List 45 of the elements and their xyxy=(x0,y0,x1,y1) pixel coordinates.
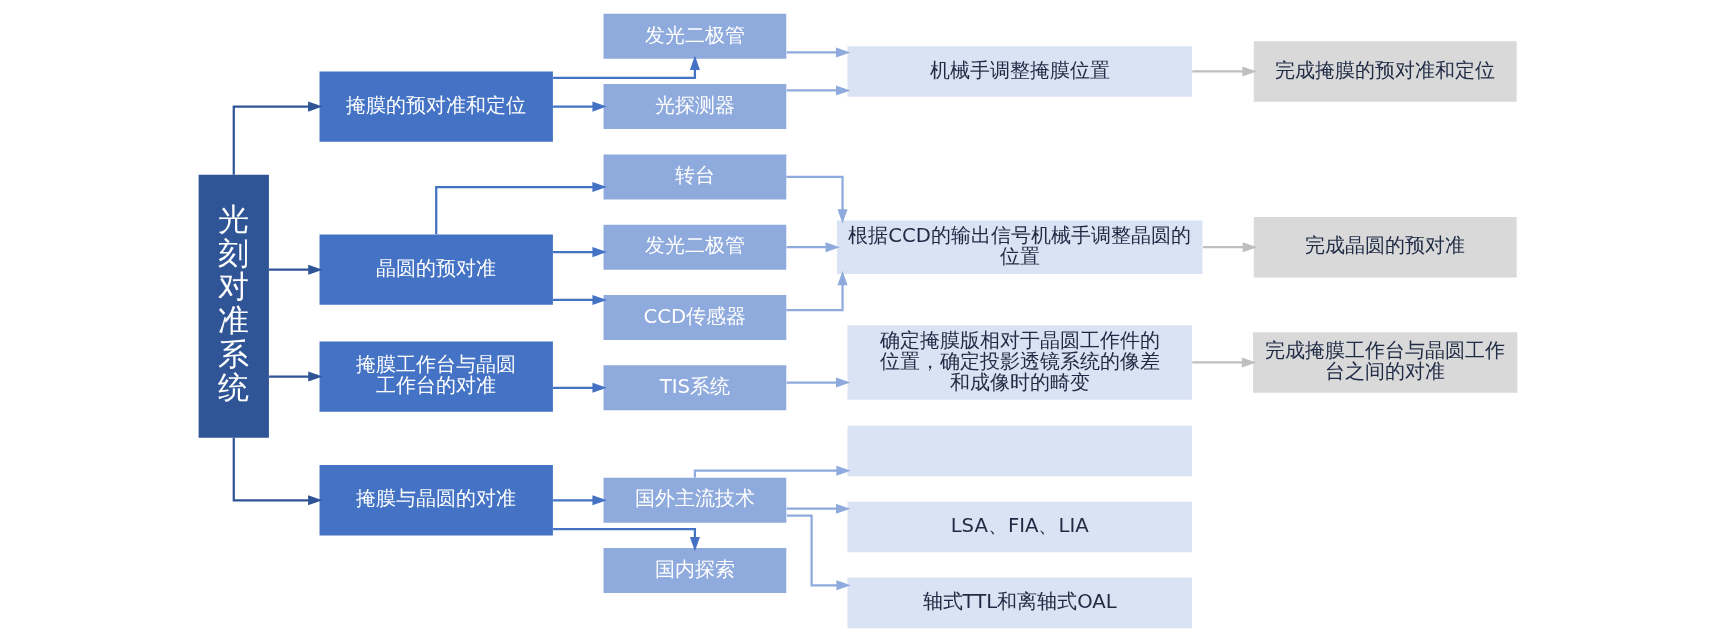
node-box xyxy=(846,425,1192,477)
node-box: 发光二极管 xyxy=(603,224,786,270)
arrow xyxy=(1191,66,1257,77)
node-box: 完成掩膜工作台与晶圆工作台之间的对准 xyxy=(1252,332,1517,393)
node-box: 掩膜的预对准和定位 xyxy=(319,71,553,142)
node-box: 完成掩膜的预对准和定位 xyxy=(1253,41,1517,102)
arrow xyxy=(1202,242,1257,253)
node-box: 机械手调整掩膜位置 xyxy=(846,46,1192,97)
arrow xyxy=(786,514,851,591)
arrow xyxy=(552,294,607,305)
arrow xyxy=(552,495,607,506)
node-box: TIS系统 xyxy=(603,365,786,411)
arrow xyxy=(1191,357,1256,368)
arrow xyxy=(786,503,850,514)
arrow xyxy=(786,242,840,253)
arrow xyxy=(552,101,607,112)
arrow xyxy=(786,85,850,96)
arrow xyxy=(786,47,850,58)
node-box: 国内探索 xyxy=(603,548,786,594)
node-box: CCD传感器 xyxy=(603,295,786,340)
arrow xyxy=(434,182,607,235)
node-box: 光刻对准系统 xyxy=(198,174,269,438)
arrow xyxy=(552,382,607,393)
arrow xyxy=(552,247,607,258)
node-box: 光探测器 xyxy=(603,84,786,130)
arrow xyxy=(232,101,322,175)
node-box: 轴式TTL和离轴式OAL xyxy=(846,577,1192,629)
arrow xyxy=(785,270,848,312)
arrow xyxy=(785,175,848,224)
node-box: 晶圆的预对准 xyxy=(319,234,553,305)
node-box: 转台 xyxy=(603,154,786,200)
arrow xyxy=(268,371,323,382)
node-box: 确定掩膜版相对于晶圆工作件的位置，确定投影透镜系统的像差和成像时的畸变 xyxy=(846,325,1192,400)
arrow xyxy=(552,527,700,552)
node-box: 掩膜与晶圆的对准 xyxy=(319,465,553,536)
arrow xyxy=(232,437,322,506)
node-box: 根据CCD的输出信号机械手调整晶圆的位置 xyxy=(836,220,1202,274)
node-box: LSA、FIA、LIA xyxy=(846,501,1192,553)
node-box: 完成晶圆的预对准 xyxy=(1253,216,1517,278)
arrow xyxy=(786,377,850,388)
arrow xyxy=(552,55,700,79)
node-box: 发光二极管 xyxy=(603,13,786,59)
arrow xyxy=(268,264,323,275)
node-box: 掩膜工作台与晶圆工作台的对准 xyxy=(319,341,553,412)
node-box: 国外主流技术 xyxy=(603,477,786,523)
